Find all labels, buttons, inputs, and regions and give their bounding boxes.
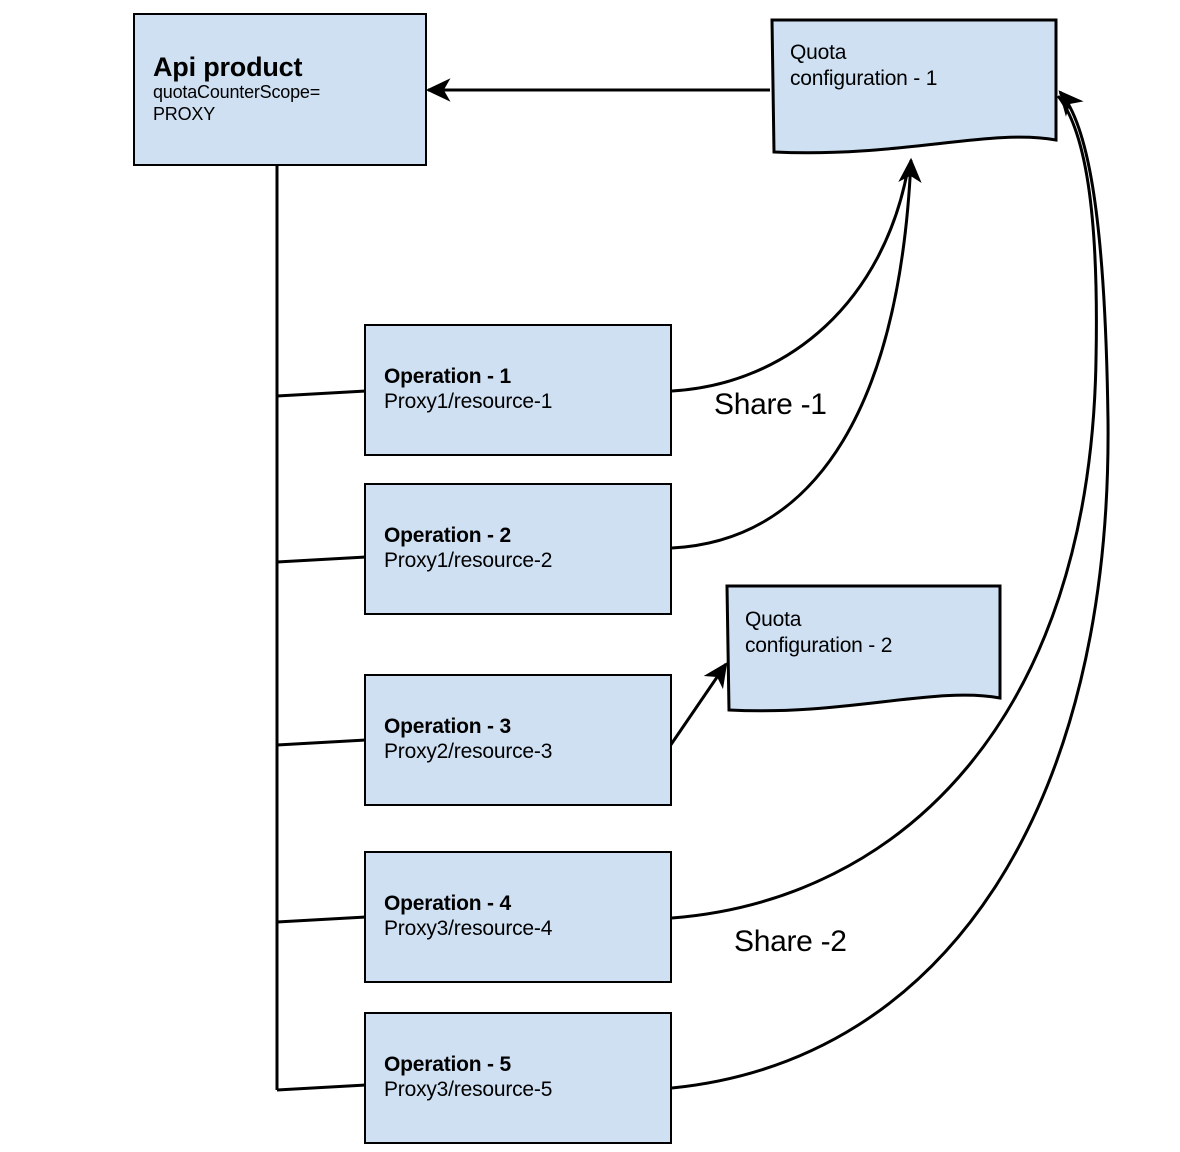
quota-configuration-1-label[interactable]: Quota configuration - 1: [790, 40, 1040, 93]
operation-5-title: Operation - 5: [384, 1053, 511, 1077]
edge-branch-operation-2: [276, 555, 367, 564]
api-product-quota-counter-scope-line2: PROXY: [153, 104, 216, 125]
node-operation-4[interactable]: Operation - 4 Proxy3/resource-4: [364, 851, 672, 983]
api-product-quota-counter-scope-line1: quotaCounterScope=: [153, 82, 321, 103]
edge-branch-operation-3: [276, 738, 367, 747]
quota-configuration-1-line2: configuration - 1: [790, 67, 938, 91]
quota-configuration-2-shape: [725, 584, 1002, 713]
quota-configuration-1-line1: Quota: [790, 41, 847, 64]
node-operation-2[interactable]: Operation - 2 Proxy1/resource-2: [364, 483, 672, 615]
quota-configuration-2-line1: Quota: [745, 608, 802, 631]
quota-configuration-1-shape: [770, 18, 1058, 155]
node-operation-1[interactable]: Operation - 1 Proxy1/resource-1: [364, 324, 672, 456]
edge-operation-2-to-quota1: [671, 157, 922, 550]
edge-label-share-1: Share -1: [714, 388, 827, 421]
edge-operation-5-to-quota1: [671, 90, 1110, 1090]
operation-3-path: Proxy2/resource-3: [384, 740, 553, 763]
edge-operation-1-to-quota1: [671, 167, 910, 393]
operation-2-path: Proxy1/resource-2: [384, 549, 553, 572]
edge-operation-3-to-quota2: [668, 662, 728, 747]
edge-branch-operation-5: [276, 1083, 367, 1092]
node-api-product[interactable]: Api product quotaCounterScope= PROXY: [133, 13, 427, 166]
node-operation-3[interactable]: Operation - 3 Proxy2/resource-3: [364, 674, 672, 806]
quota-configuration-2-label[interactable]: Quota configuration - 2: [745, 607, 995, 660]
quota-configuration-2-line2: configuration - 2: [745, 634, 893, 658]
node-operation-5[interactable]: Operation - 5 Proxy3/resource-5: [364, 1012, 672, 1144]
edge-label-share-2: Share -2: [734, 925, 847, 958]
operation-5-path: Proxy3/resource-5: [384, 1078, 553, 1101]
edge-branch-operation-1: [276, 389, 367, 398]
operation-1-path: Proxy1/resource-1: [384, 390, 553, 413]
api-product-title: Api product: [153, 51, 303, 82]
operation-2-title: Operation - 2: [384, 524, 511, 548]
edge-operation-4-to-quota1: [671, 95, 1098, 920]
operation-1-title: Operation - 1: [384, 365, 511, 389]
operation-4-path: Proxy3/resource-4: [384, 917, 553, 940]
edge-branch-operation-4: [276, 915, 367, 924]
operation-4-title: Operation - 4: [384, 892, 511, 916]
operation-3-title: Operation - 3: [384, 715, 511, 739]
